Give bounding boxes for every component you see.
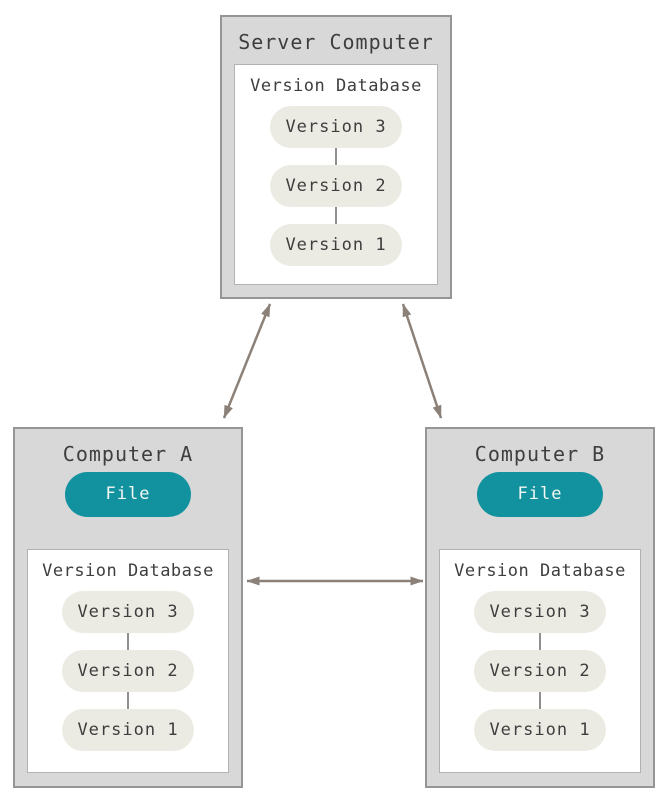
version-connector-line — [127, 692, 129, 709]
computer-a-version-3-pill: Version 3 — [62, 591, 194, 633]
server-version-3-pill: Version 3 — [270, 106, 402, 148]
server-version-database: Version Database Version 3 Version 2 Ver… — [234, 64, 438, 285]
version-connector-line — [335, 207, 337, 224]
server-version-1-pill: Version 1 — [270, 224, 402, 266]
computer-a-version-2-pill: Version 2 — [62, 650, 194, 692]
computer-b-version-2-pill: Version 2 — [474, 650, 606, 692]
computer-b-box: Computer B File Version Database Version… — [425, 427, 655, 788]
computer-a-version-database: Version Database Version 3 Version 2 Ver… — [27, 549, 229, 773]
server-version-2-pill: Version 2 — [270, 165, 402, 207]
computer-b-version-3-pill: Version 3 — [474, 591, 606, 633]
computer-b-title: Computer B — [474, 442, 606, 466]
computer-b-version-database-title: Version Database — [454, 561, 626, 581]
computer-a-version-1-pill: Version 1 — [62, 709, 194, 751]
computer-a-box: Computer A File Version Database Version… — [13, 427, 243, 788]
server-computer-title: Server Computer — [238, 30, 434, 54]
version-connector-line — [539, 633, 541, 650]
computer-a-title: Computer A — [62, 442, 194, 466]
computer-b-version-database: Version Database Version 3 Version 2 Ver… — [439, 549, 641, 773]
arrow-server-to-computer-b — [401, 303, 443, 419]
version-connector-line — [127, 633, 129, 650]
computer-a-version-database-title: Version Database — [42, 561, 214, 581]
server-version-database-title: Version Database — [250, 76, 422, 96]
version-connector-line — [539, 692, 541, 709]
version-connector-line — [335, 148, 337, 165]
arrow-server-to-computer-a — [222, 303, 272, 419]
computer-b-version-1-pill: Version 1 — [474, 709, 606, 751]
computer-b-file-pill: File — [477, 472, 603, 517]
computer-a-file-pill: File — [65, 472, 191, 517]
server-computer-box: Server Computer Version Database Version… — [220, 15, 452, 299]
